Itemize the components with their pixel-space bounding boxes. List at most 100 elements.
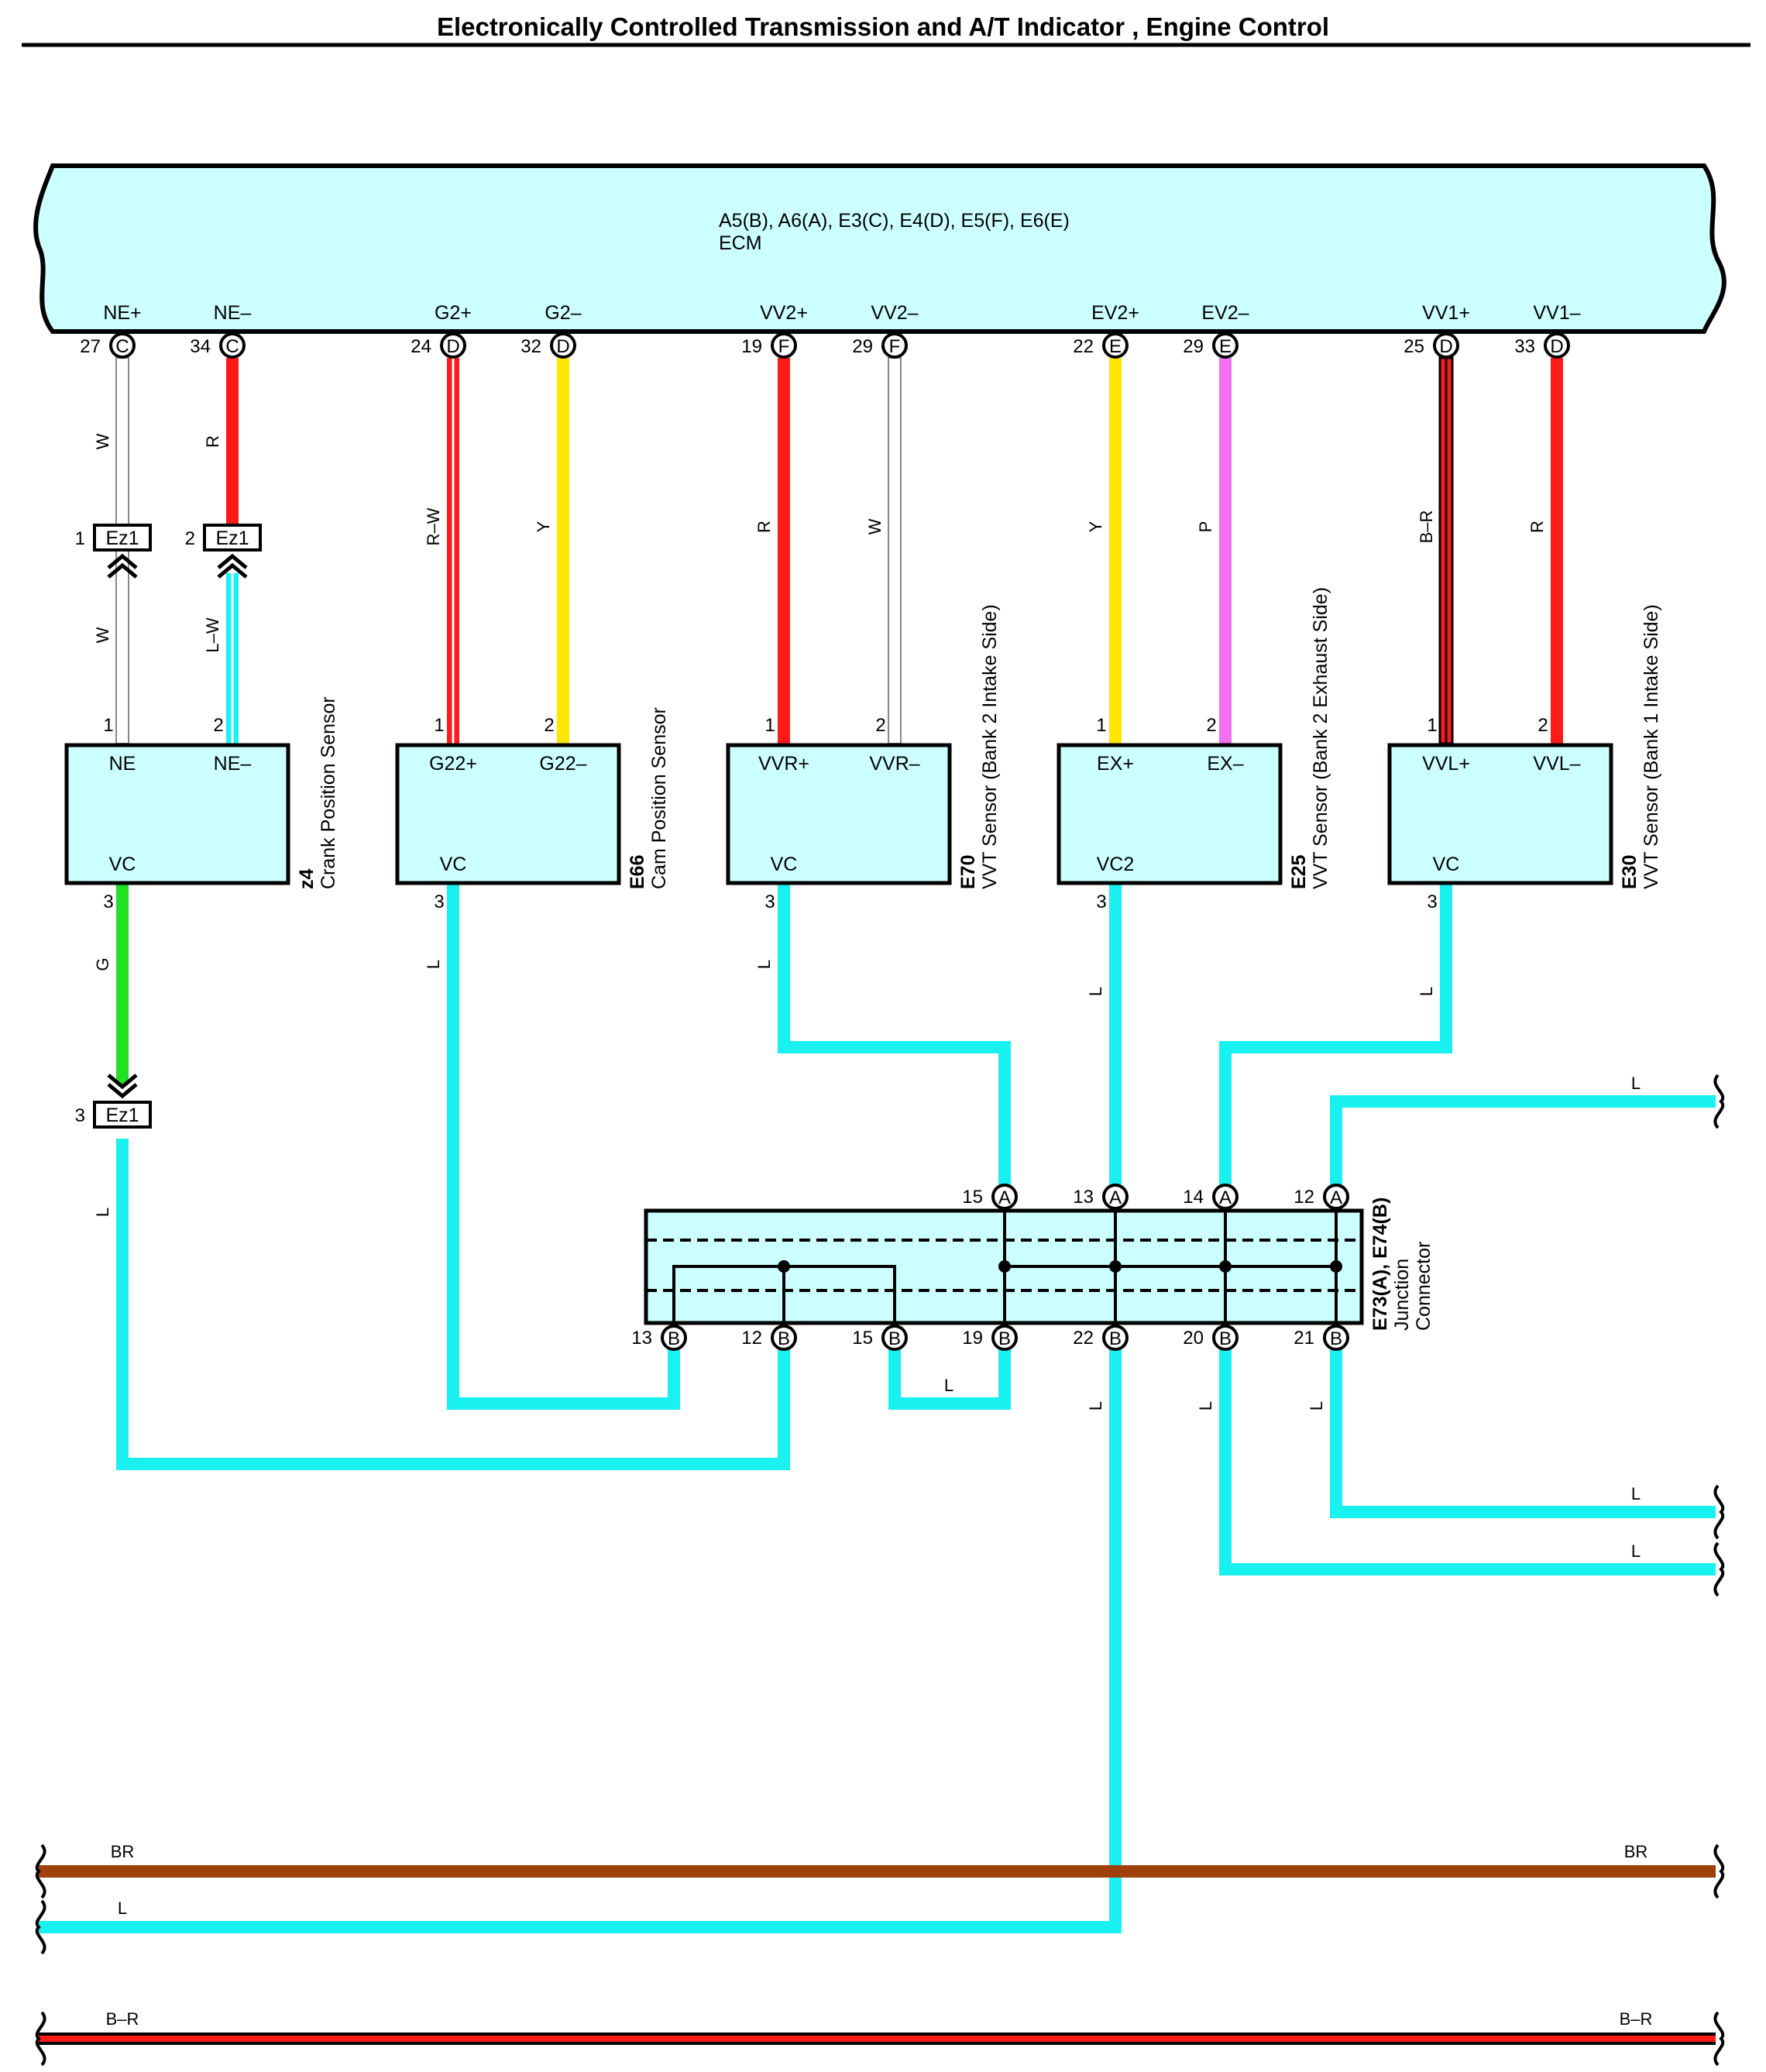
svg-text:R: R [754,521,774,533]
svg-text:15: 15 [962,1187,983,1208]
svg-text:D: D [556,336,569,357]
wire-e66-to-b13 [447,883,680,1410]
svg-text:Ez1: Ez1 [105,527,139,549]
svg-text:VVL+: VVL+ [1422,753,1470,775]
svg-text:22: 22 [1073,336,1094,357]
svg-text:R: R [1527,521,1547,533]
svg-text:2: 2 [875,715,885,736]
svg-text:Crank Position Sensor: Crank Position Sensor [318,696,339,889]
svg-text:B: B [1330,1328,1342,1349]
svg-text:L: L [424,960,443,969]
svg-text:G22–: G22– [539,753,586,775]
svg-text:Junction: Junction [1391,1259,1413,1331]
svg-text:L: L [93,1208,112,1217]
svg-text:E30: E30 [1619,855,1641,889]
svg-text:z4: z4 [296,869,318,890]
svg-text:1: 1 [1427,715,1437,736]
svg-text:VVL–: VVL– [1533,753,1580,775]
junction-connector: E73(A), E74(B) Junction Connector [644,1197,1434,1331]
svg-text:BR: BR [111,1842,135,1861]
svg-text:1: 1 [434,715,444,736]
svg-text:A: A [998,1187,1011,1208]
svg-text:EX+: EX+ [1097,753,1134,775]
svg-text:L: L [1631,1541,1641,1561]
svg-text:W: W [93,627,112,643]
svg-text:1: 1 [103,715,113,736]
svg-text:B–R: B–R [1417,510,1436,544]
svg-text:1: 1 [75,528,85,549]
sensor-e70: 1 2 3 VVR+ VVR– VC E70 VVT Sensor (Bank … [726,604,1001,912]
svg-text:G22+: G22+ [429,753,477,775]
svg-text:R: R [203,435,222,448]
svg-text:29: 29 [852,336,873,357]
svg-text:22: 22 [1073,1328,1094,1349]
svg-text:VC: VC [1433,854,1460,875]
wire-ne-minus-upper [226,358,239,532]
wire-a12-out [1330,1095,1716,1197]
svg-text:B–R: B–R [1620,2009,1653,2029]
svg-text:VC: VC [440,854,467,875]
svg-text:1: 1 [1096,715,1106,736]
svg-text:3: 3 [103,892,113,912]
wire-vv2-minus [888,357,902,744]
svg-text:Y: Y [534,521,553,532]
wire-b15-b19 [888,1340,1011,1410]
svg-text:L: L [1307,1401,1326,1411]
svg-text:13: 13 [631,1328,652,1349]
splice-ez1-2: Ez1 2 [185,524,262,579]
svg-text:VVR+: VVR+ [758,753,809,775]
svg-text:C: C [115,336,129,357]
svg-text:19: 19 [962,1328,983,1349]
svg-text:B–R: B–R [106,2009,139,2029]
wire-b21-out [1330,1340,1716,1518]
splice-ez1-1: Ez1 1 [75,524,152,579]
svg-text:14: 14 [1183,1187,1204,1208]
svg-text:W: W [93,433,112,449]
junction-top-pins: 15 A 13 A 14 A 12 A [962,1184,1349,1210]
junction-bottom-pins: 13 B 12 B 15 B 19 B 22 B 20 B 21 B [631,1325,1349,1351]
svg-text:Connector: Connector [1413,1242,1434,1331]
svg-text:B: B [998,1328,1011,1349]
svg-text:27: 27 [80,336,101,357]
ecm-terminal-ne-minus: NE– [214,302,252,324]
svg-text:B: B [778,1328,790,1349]
ecm-terminal-g2-plus: G2+ [435,302,472,324]
svg-text:3: 3 [764,892,775,912]
ecm-name: ECM [719,232,762,254]
svg-text:A: A [1330,1187,1342,1208]
wire-ev2-plus [1109,358,1122,744]
svg-text:29: 29 [1183,336,1204,357]
splice-ez1-3: Ez1 3 [75,1074,152,1129]
svg-text:W: W [865,518,885,534]
wire-ev2-minus [1219,358,1232,744]
svg-text:VC: VC [109,854,136,875]
svg-text:L: L [1086,987,1105,996]
page-title: Electronically Controlled Transmission a… [437,12,1329,41]
lower-wire-codes: G L L L L L L L L L L L L L BR BR B–R B–… [93,957,1652,2029]
svg-text:VVR–: VVR– [869,753,919,775]
svg-text:F: F [778,336,790,357]
svg-text:E70: E70 [957,855,979,889]
svg-text:21: 21 [1294,1328,1314,1349]
sensor-e25: 1 2 3 EX+ EX– VC2 E25 VVT Sensor (Bank 2… [1057,587,1331,912]
svg-text:19: 19 [741,336,762,357]
svg-text:F: F [889,336,901,357]
svg-text:D: D [446,336,459,357]
svg-text:EX–: EX– [1207,753,1243,775]
wire-e30-to-a14 [1219,883,1452,1197]
svg-text:Ez1: Ez1 [105,1105,139,1126]
svg-text:E25: E25 [1288,854,1310,889]
sensor-e66: 1 2 3 G22+ G22– VC E66 Cam Position Sens… [395,707,670,912]
svg-text:L–W: L–W [203,617,222,652]
svg-text:VVT Sensor (Bank 2 Exhaust Sid: VVT Sensor (Bank 2 Exhaust Side) [1310,587,1331,889]
wire-g2-minus [557,358,569,744]
svg-text:20: 20 [1183,1328,1204,1349]
svg-text:R–W: R–W [424,507,443,545]
wire-vv1-minus [1551,358,1563,744]
svg-text:2: 2 [213,715,223,736]
ecm-terminal-ev2-plus: EV2+ [1091,302,1139,324]
ecm-block [33,163,1726,334]
ecm-terminal-vv2-plus: VV2+ [760,302,808,324]
svg-text:3: 3 [434,892,444,912]
